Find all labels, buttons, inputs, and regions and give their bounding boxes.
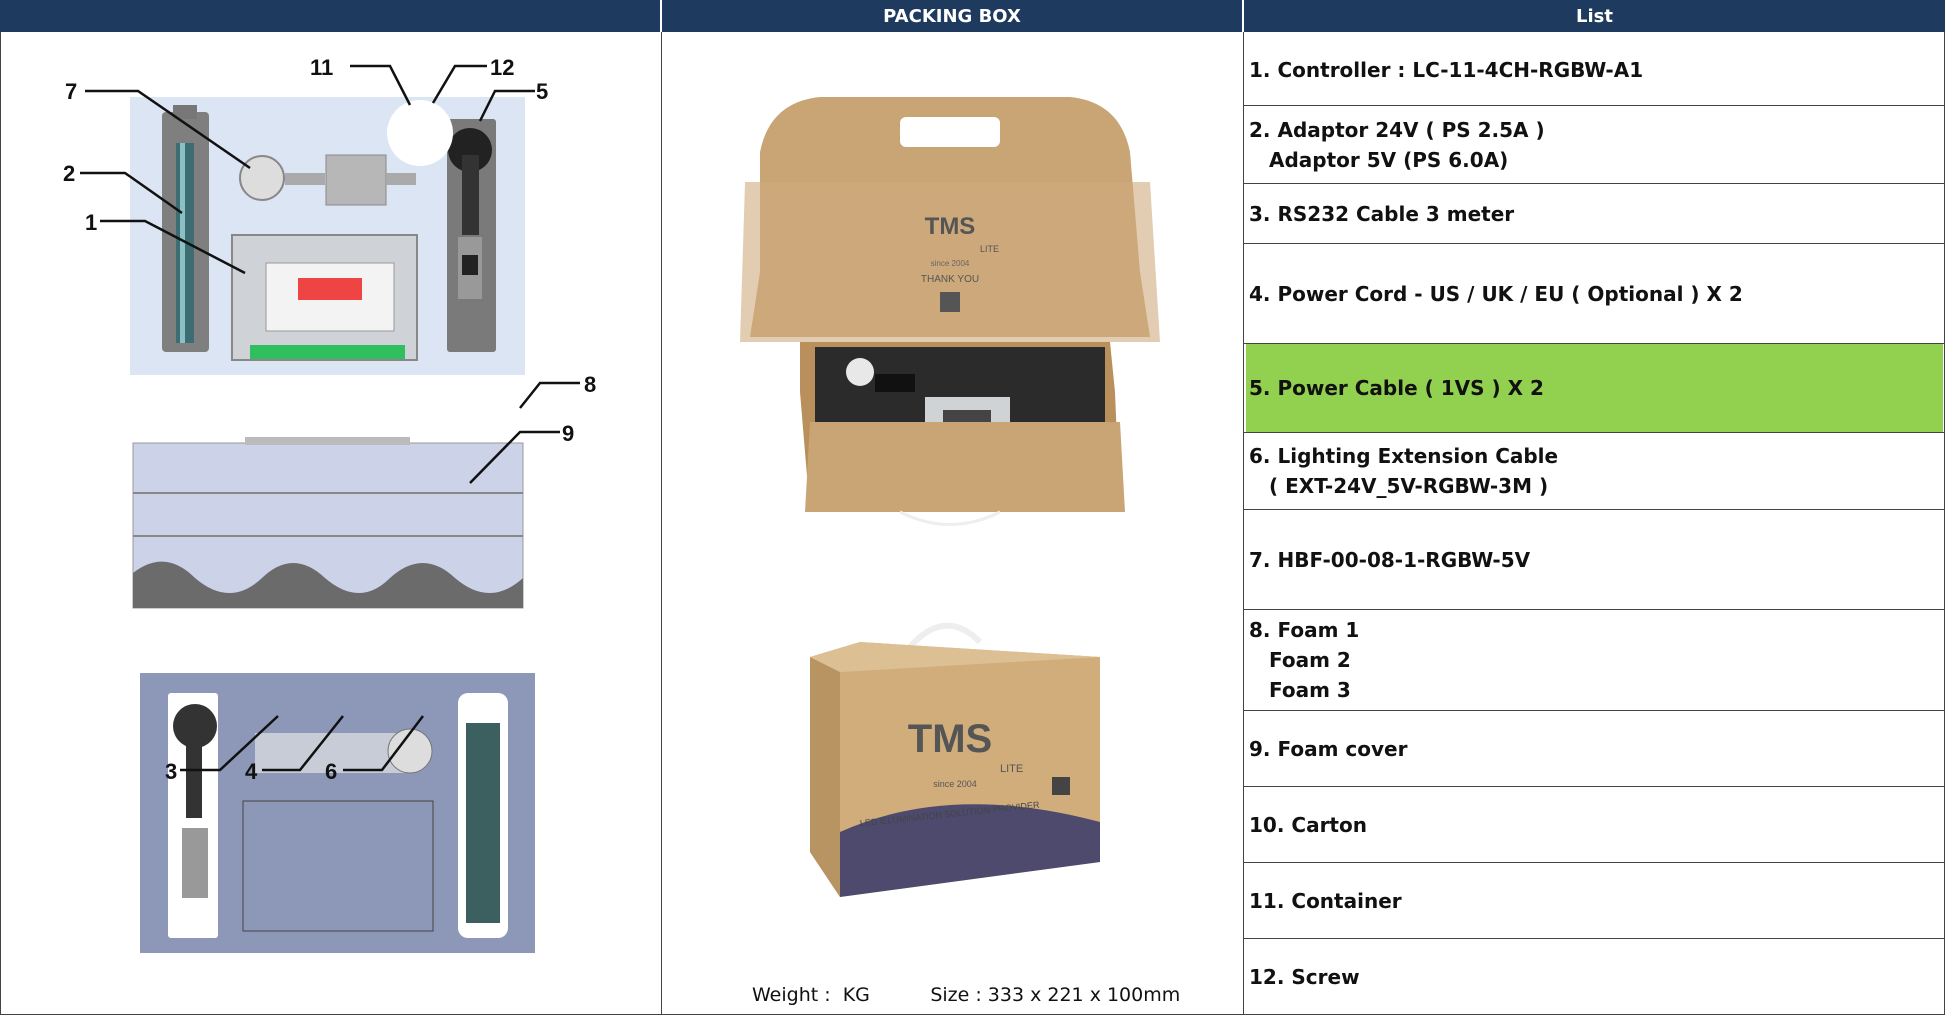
row-line (1244, 343, 1945, 344)
list-item: 5. Power Cable ( 1VS ) X 2 (1246, 344, 1943, 432)
list-item-line: ( EXT-24V_5V-RGBW-3M ) (1269, 474, 1549, 498)
list-item-line: 3. RS232 Cable 3 meter (1249, 201, 1515, 226)
callout-4: 4 (245, 759, 258, 784)
foam-cover (133, 561, 523, 608)
header-list: List (1244, 0, 1945, 32)
list-item-line: 5. Power Cable ( 1VS ) X 2 (1249, 376, 1544, 400)
weight-text: Weight : KG (752, 984, 870, 1006)
list-item-line: Adaptor 5V (PS 6.0A) (1269, 147, 1509, 172)
row-line (1244, 710, 1945, 711)
callout-7: 7 (65, 79, 77, 104)
list-item: 10. Carton (1246, 787, 1943, 862)
list-item: 6. Lighting Extension Cable ( EXT-24V_5V-… (1246, 433, 1943, 509)
callout-11: 11 (310, 55, 333, 80)
row-line (1244, 432, 1945, 433)
list-item-line: Foam 2 (1269, 648, 1351, 672)
list-item-line: 6. Lighting Extension Cable (1249, 444, 1559, 468)
box-logo-sub: LITE (1000, 763, 1023, 775)
callout-2: 2 (63, 161, 75, 186)
row-line (1244, 243, 1945, 244)
list-item: 1. Controller : LC-11-4CH-RGBW-A1 (1246, 34, 1943, 105)
list-item-line: 4. Power Cord - US / UK / EU ( Optional … (1249, 281, 1743, 306)
list-item: 12. Screw (1246, 939, 1943, 1014)
list-item: 3. RS232 Cable 3 meter (1246, 184, 1943, 243)
header-blank (0, 0, 662, 32)
list-item-line: 12. Screw (1249, 964, 1360, 989)
border-col1 (661, 32, 662, 1015)
list-item-line: 1. Controller : LC-11-4CH-RGBW-A1 (1249, 57, 1644, 82)
open-box-photo: TMS LITE since 2004 THANK YOU (740, 97, 1160, 526)
qr-code-icon (940, 292, 960, 312)
header-packing-box: PACKING BOX (662, 0, 1244, 32)
list-item: 2. Adaptor 24V ( PS 2.5A ) Adaptor 5V (PS… (1246, 106, 1943, 183)
closed-box-photo: TMS LITE since 2004 LED ILLUMINATION SOL… (810, 622, 1100, 897)
row-line (1244, 938, 1945, 939)
list-item-line: Foam 3 (1269, 678, 1351, 702)
box-qr-code-icon (1052, 777, 1070, 795)
row-line (1244, 509, 1945, 510)
list-item: 9. Foam cover (1246, 711, 1943, 786)
lid-since: since 2004 (931, 259, 970, 268)
callout-1: 1 (85, 210, 97, 235)
list-item-line: 7. HBF-00-08-1-RGBW-5V (1249, 547, 1531, 572)
callout-5: 5 (536, 79, 548, 104)
size-text: Size : 333 x 221 x 100mm (930, 984, 1181, 1006)
border-col2 (1243, 32, 1244, 1015)
callout-9: 9 (562, 421, 574, 446)
list-item-line: 10. Carton (1249, 812, 1367, 837)
border-left (0, 32, 1, 1015)
lid-logo: TMS (925, 213, 976, 240)
foam-layout-diagram: 7 2 1 11 12 5 8 9 3 4 6 (63, 55, 596, 953)
list-item-line: 2. Adaptor 24V ( PS 2.5A ) (1249, 117, 1545, 142)
list-item: 8. Foam 1 Foam 2 Foam 3 (1246, 610, 1943, 710)
list-item-line: 11. Container (1249, 888, 1402, 913)
list-item: 4. Power Cord - US / UK / EU ( Optional … (1246, 244, 1943, 343)
footer-specs: Weight : KG Size : 333 x 221 x 100mm (752, 984, 1180, 1006)
list-item: 7. HBF-00-08-1-RGBW-5V (1246, 510, 1943, 609)
lid-logo-sub: LITE (980, 244, 999, 254)
callout-8: 8 (584, 372, 596, 397)
list-item-line: 9. Foam cover (1249, 736, 1408, 761)
list-item: 11. Container (1246, 863, 1943, 938)
row-line (1244, 786, 1945, 787)
row-line (1244, 105, 1945, 106)
callout-3: 3 (165, 759, 177, 784)
lid-thank-you: THANK YOU (921, 274, 979, 285)
box-since: since 2004 (933, 779, 977, 789)
box-logo: TMS (908, 717, 992, 761)
callout-6: 6 (325, 759, 337, 784)
callout-12: 12 (490, 55, 514, 80)
list-item-line: 8. Foam 1 (1249, 618, 1360, 642)
row-line (1244, 609, 1945, 610)
row-line (1244, 183, 1945, 184)
row-line (1244, 862, 1945, 863)
